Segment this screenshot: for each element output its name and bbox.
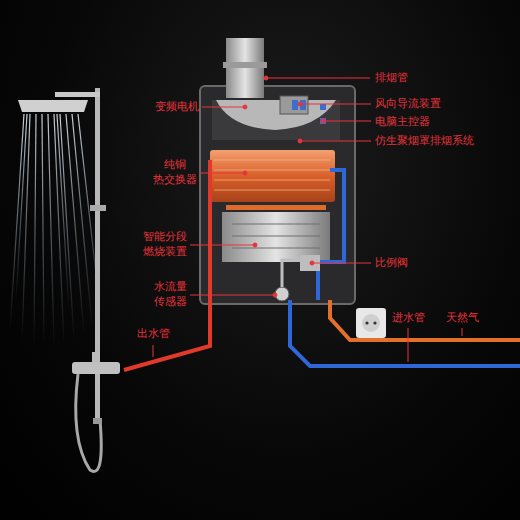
leader-lines bbox=[153, 76, 462, 362]
part-label: 变频电机 bbox=[155, 100, 199, 115]
outlet-pipe bbox=[124, 300, 210, 370]
part-label: 纯铜 热交换器 bbox=[153, 158, 197, 188]
socket bbox=[356, 308, 386, 338]
gas-pipe bbox=[330, 300, 520, 340]
part-label: 比例阀 bbox=[375, 256, 408, 271]
part-label: 风向导流装置 bbox=[375, 97, 441, 112]
part-label: 出水管 bbox=[137, 327, 170, 342]
part-label: 智能分段 燃烧装置 bbox=[143, 230, 187, 260]
inlet-pipe bbox=[290, 300, 520, 366]
shower bbox=[10, 88, 120, 471]
part-label: 水流量 传感器 bbox=[154, 280, 187, 310]
part-label: 排烟管 bbox=[375, 71, 408, 86]
part-label: 电脑主控器 bbox=[375, 115, 430, 130]
part-label: 天然气 bbox=[446, 311, 479, 326]
part-label: 进水管 bbox=[392, 311, 425, 326]
part-label: 仿生聚烟罩排烟系统 bbox=[375, 134, 474, 149]
